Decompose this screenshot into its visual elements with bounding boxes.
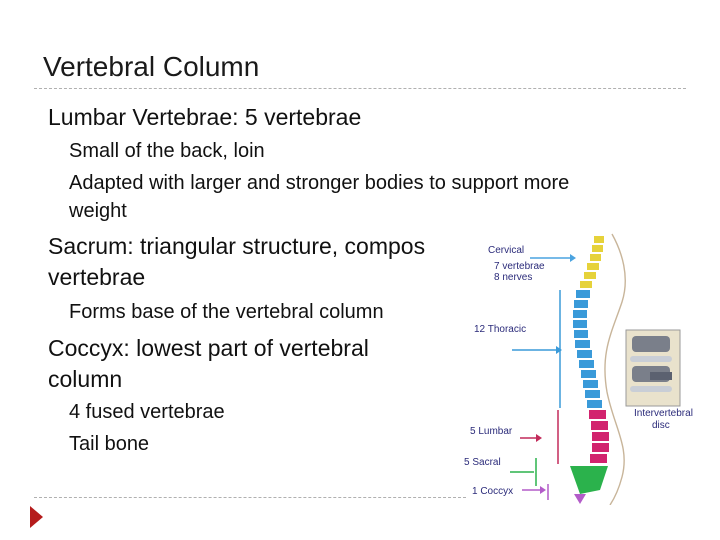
bullet-coccyx-line1: Coccyx: lowest part of vertebral xyxy=(48,335,369,361)
footer-divider xyxy=(34,497,466,498)
arrow-head-icon xyxy=(570,254,576,262)
sub-bullet-lumbar-2: Adapted with larger and stronger bodies … xyxy=(69,172,570,194)
label-sacral: 5 Sacral xyxy=(464,457,501,468)
lumbar-vertebrae xyxy=(589,410,609,463)
sub-bullet-lumbar-1: Small of the back, loin xyxy=(69,140,265,162)
cervical-vertebrae xyxy=(580,236,604,288)
thoracic-vertebrae xyxy=(573,290,602,408)
label-cervical-sub2: 8 nerves xyxy=(494,272,533,283)
arrow-head-icon xyxy=(536,434,542,442)
sacrum xyxy=(570,466,608,494)
spine-figure: Cervical 7 vertebrae 8 nerves 12 Thoraci… xyxy=(462,232,693,506)
triangle-right-icon[interactable] xyxy=(30,506,43,528)
bullet-coccyx-line2: column xyxy=(48,366,123,392)
arrow-head-icon xyxy=(540,486,546,494)
bullet-sacrum-line2: vertebrae xyxy=(48,264,146,290)
slide-title: Vertebral Column xyxy=(43,51,260,82)
sub-bullet-sacrum-1: Forms base of the vertebral column xyxy=(69,301,384,323)
sub-bullet-coccyx-2: Tail bone xyxy=(69,433,150,455)
label-lumbar: 5 Lumbar xyxy=(470,426,513,437)
bullet-lumbar: Lumbar Vertebrae: 5 vertebrae xyxy=(48,104,362,130)
sub-bullet-lumbar-2-cont: weight xyxy=(69,200,127,222)
label-coccyx: 1 Coccyx xyxy=(472,486,514,497)
disc-inset xyxy=(625,329,681,407)
spine-illustration xyxy=(510,233,681,506)
back-outline xyxy=(604,233,626,506)
coccyx xyxy=(574,494,586,504)
label-disc-line2: disc xyxy=(652,420,670,431)
label-disc-line1: Intervertebral xyxy=(634,408,693,419)
label-thoracic: 12 Thoracic xyxy=(474,324,527,335)
title-divider xyxy=(34,88,686,89)
bullet-sacrum-line1: Sacrum: triangular structure, compos xyxy=(48,233,426,259)
label-cervical: Cervical xyxy=(488,245,525,256)
arrow-head-icon xyxy=(556,346,562,354)
label-cervical-sub1: 7 vertebrae xyxy=(494,261,545,272)
sub-bullet-coccyx-1: 4 fused vertebrae xyxy=(69,401,225,423)
